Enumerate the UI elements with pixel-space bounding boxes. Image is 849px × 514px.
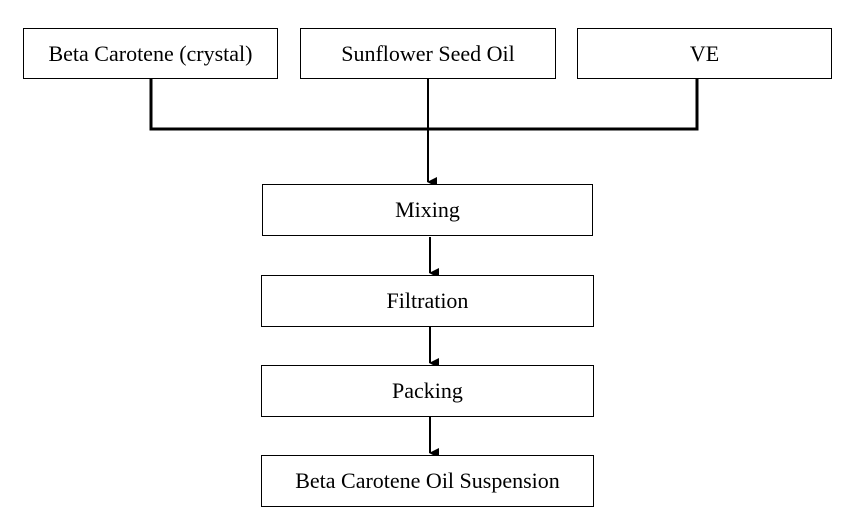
step-packing-box: Packing — [261, 365, 594, 417]
output-beta-carotene-oil-suspension-box: Beta Carotene Oil Suspension — [261, 455, 594, 507]
step-filtration-label: Filtration — [386, 288, 469, 313]
input-ve-box: VE — [577, 28, 832, 79]
step-packing-label: Packing — [392, 378, 463, 403]
input-beta-carotene-label: Beta Carotene (crystal) — [48, 40, 253, 66]
input-sunflower-seed-oil-label: Sunflower Seed Oil — [341, 40, 515, 66]
output-beta-carotene-oil-suspension-label: Beta Carotene Oil Suspension — [295, 468, 560, 493]
step-filtration-box: Filtration — [261, 275, 594, 327]
input-beta-carotene-box: Beta Carotene (crystal) — [23, 28, 278, 79]
input-ve-label: VE — [689, 40, 720, 66]
step-mixing-box: Mixing — [262, 184, 593, 236]
step-mixing-label: Mixing — [395, 197, 460, 222]
input-sunflower-seed-oil-box: Sunflower Seed Oil — [300, 28, 556, 79]
